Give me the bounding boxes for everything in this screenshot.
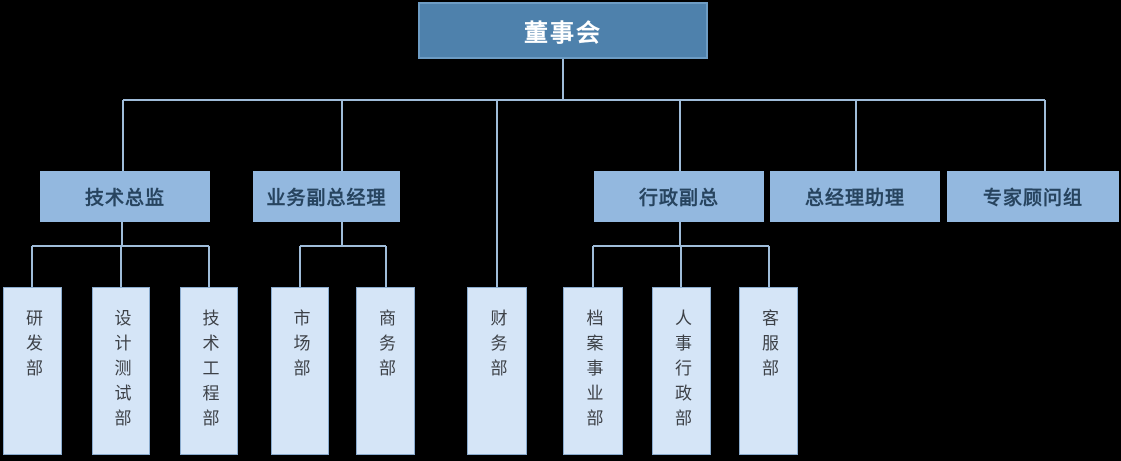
node-hr-admin-dept-label: 人事行政部 <box>672 309 691 434</box>
node-customer-service-dept-label: 客服部 <box>759 309 778 384</box>
connectors-admin-vp <box>592 222 770 288</box>
node-archives-dept: 档案事业部 <box>563 287 623 455</box>
node-tech-director: 技术总监 <box>40 171 210 222</box>
node-finance-dept: 财务部 <box>467 287 527 455</box>
node-board: 董事会 <box>418 2 708 59</box>
node-marketing-dept: 市场部 <box>271 287 329 455</box>
node-admin-vp: 行政副总 <box>594 171 764 222</box>
node-rd-dept: 研发部 <box>3 287 62 455</box>
node-tech-engineering-dept: 技术工程部 <box>180 287 238 455</box>
node-expert-advisors-label: 专家顾问组 <box>982 188 1083 209</box>
node-rd-dept-label: 研发部 <box>23 309 42 384</box>
node-commerce-dept: 商务部 <box>356 287 415 455</box>
connectors-root <box>122 59 1046 288</box>
node-business-vp-label: 业务副总经理 <box>266 188 387 209</box>
node-expert-advisors: 专家顾问组 <box>947 171 1119 222</box>
node-business-vp: 业务副总经理 <box>253 171 400 222</box>
node-gm-assistant: 总经理助理 <box>770 171 940 222</box>
node-board-label: 董事会 <box>524 20 602 47</box>
connectors-business-vp <box>299 222 387 288</box>
node-admin-vp-label: 行政副总 <box>638 188 719 209</box>
node-tech-director-label: 技术总监 <box>84 188 165 209</box>
node-tech-engineering-dept-label: 技术工程部 <box>199 309 219 434</box>
node-commerce-dept-label: 商务部 <box>376 309 395 384</box>
connectors-tech-director <box>31 222 210 288</box>
node-archives-dept-label: 档案事业部 <box>583 309 603 434</box>
node-finance-dept-label: 财务部 <box>487 309 507 384</box>
node-customer-service-dept: 客服部 <box>739 287 798 455</box>
node-hr-admin-dept: 人事行政部 <box>652 287 711 455</box>
node-marketing-dept-label: 市场部 <box>290 309 310 384</box>
node-design-test-dept: 设计测试部 <box>92 287 150 455</box>
node-gm-assistant-label: 总经理助理 <box>804 188 905 209</box>
node-design-test-dept-label: 设计测试部 <box>111 309 131 434</box>
